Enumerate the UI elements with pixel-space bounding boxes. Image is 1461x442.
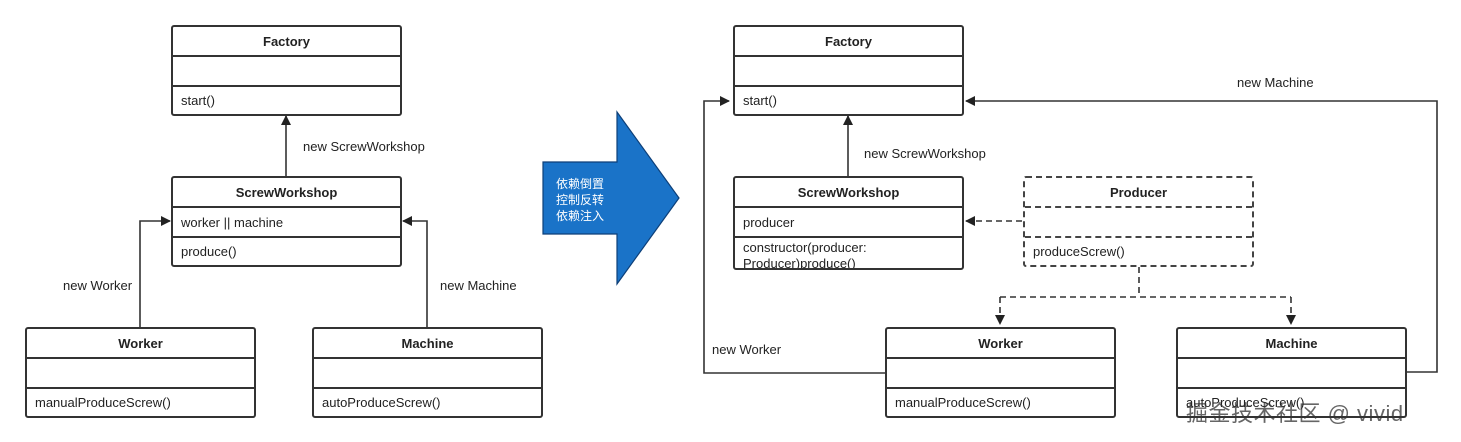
class-title: Factory: [173, 27, 400, 57]
class-title: ScrewWorkshop: [735, 178, 962, 208]
class-methods: autoProduceScrew(): [322, 395, 441, 410]
arrow-text-line-2: 控制反转: [556, 193, 605, 207]
arrow-worker-to-factory: [703, 96, 885, 374]
left-workshop-class: ScrewWorkshop worker || machine produce(…: [171, 176, 402, 267]
class-title: Worker: [27, 329, 254, 359]
label-new-workshop-left: new ScrewWorkshop: [303, 139, 425, 154]
transform-arrow-text: 依赖倒置 控制反转 依赖注入: [556, 176, 604, 224]
class-title: Machine: [314, 329, 541, 359]
class-title: ScrewWorkshop: [173, 178, 400, 208]
right-machine-class: Machine autoProduceScrew(): [1176, 327, 1407, 418]
class-attributes: [1178, 359, 1405, 389]
arrow-text-line-3: 依赖注入: [556, 209, 605, 223]
interface-attributes: [1025, 208, 1252, 238]
left-machine-class: Machine autoProduceScrew(): [312, 327, 543, 418]
big-transform-arrow: [542, 110, 680, 286]
interface-title: Producer: [1025, 178, 1252, 208]
left-worker-class: Worker manualProduceScrew(): [25, 327, 256, 418]
class-methods: autoProduceScrew(): [1186, 395, 1305, 410]
arrow-worker-to-workshop-left: [139, 216, 171, 327]
right-factory-class: Factory start(): [733, 25, 964, 116]
class-title: Worker: [887, 329, 1114, 359]
class-methods: start(): [181, 93, 215, 108]
producer-interface: Producer produceScrew(): [1023, 176, 1254, 267]
label-new-workshop-right: new ScrewWorkshop: [864, 146, 986, 161]
class-title: Factory: [735, 27, 962, 57]
right-worker-class: Worker manualProduceScrew(): [885, 327, 1116, 418]
label-new-worker-right: new Worker: [712, 342, 782, 357]
arrow-text-line-1: 依赖倒置: [556, 177, 605, 191]
class-attributes: [314, 359, 541, 389]
class-methods: start(): [743, 93, 777, 108]
right-workshop-class: ScrewWorkshop producer constructor(produ…: [733, 176, 964, 270]
class-title: Machine: [1178, 329, 1405, 359]
class-attributes: [887, 359, 1114, 389]
left-factory-class: Factory start(): [171, 25, 402, 116]
class-methods: manualProduceScrew(): [35, 395, 171, 410]
class-attributes: [173, 57, 400, 87]
class-methods: constructor(producer: Producer)produce(): [743, 240, 867, 268]
watermark: 掘金技术社区 @ vivid: [1186, 401, 1404, 426]
label-new-worker-left: new Worker: [63, 278, 133, 293]
label-new-machine-left: new Machine: [440, 278, 517, 293]
arrow-machine-to-factory: [965, 96, 1438, 373]
class-attributes: worker || machine: [173, 208, 400, 238]
arrow-machine-to-workshop-left: [402, 216, 428, 327]
label-new-machine-right: new Machine: [1237, 75, 1314, 90]
interface-methods: produceScrew(): [1033, 244, 1125, 259]
class-attributes: [735, 57, 962, 87]
class-attributes: producer: [735, 208, 962, 238]
class-methods: produce(): [181, 244, 237, 259]
class-methods: manualProduceScrew(): [895, 395, 1031, 410]
class-attributes: [27, 359, 254, 389]
